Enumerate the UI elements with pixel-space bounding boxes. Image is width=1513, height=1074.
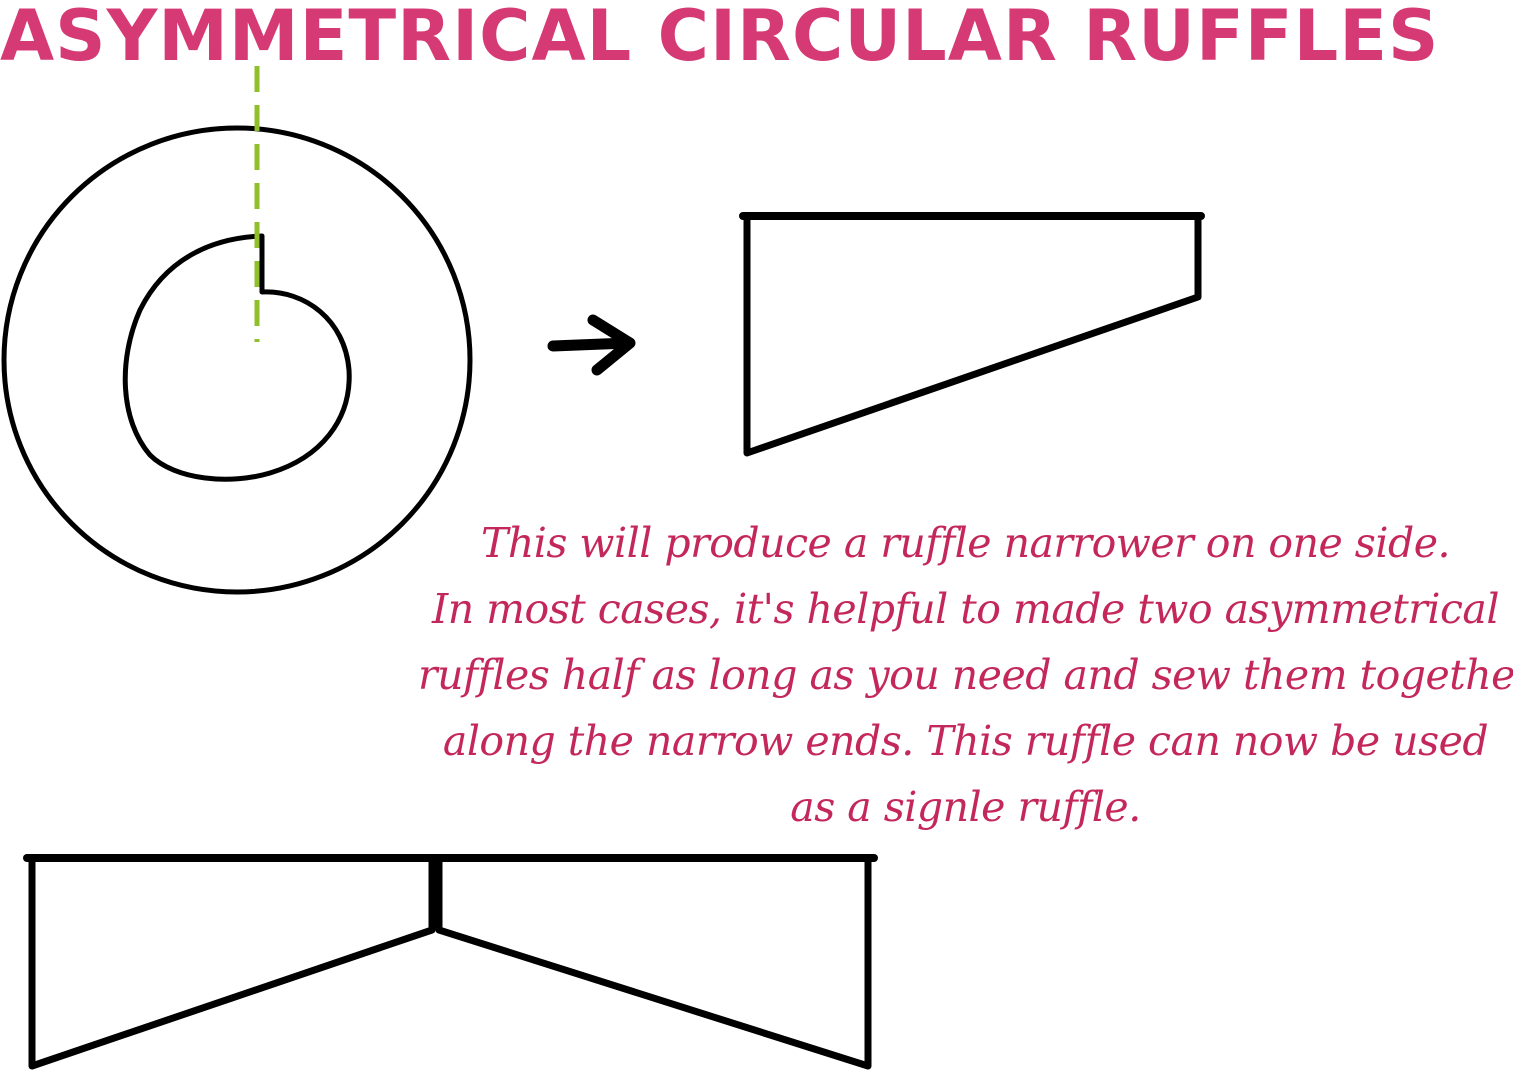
- outer-circle: [1, 125, 473, 595]
- caption-line: This will produce a ruffle narrower on o…: [480, 519, 1451, 567]
- caption-line: In most cases, it's helpful to made two …: [432, 585, 1499, 633]
- page-title: ASYMMETRICAL CIRCULAR RUFFLES: [0, 0, 1440, 77]
- asymmetrical-ruffle-shape: [743, 212, 1202, 457]
- caption-line: ruffles half as long as you need and sew…: [418, 651, 1513, 699]
- joined-ruffle-left: [28, 854, 436, 1070]
- caption-line: as a signle ruffle.: [790, 783, 1141, 831]
- caption-line: along the narrow ends. This ruffle can n…: [442, 717, 1489, 765]
- instruction-caption: This will produce a ruffle narrower on o…: [418, 510, 1513, 840]
- right-arrow-icon: [547, 314, 636, 376]
- joined-ruffle-right: [435, 854, 872, 1070]
- inner-opening: [122, 233, 352, 482]
